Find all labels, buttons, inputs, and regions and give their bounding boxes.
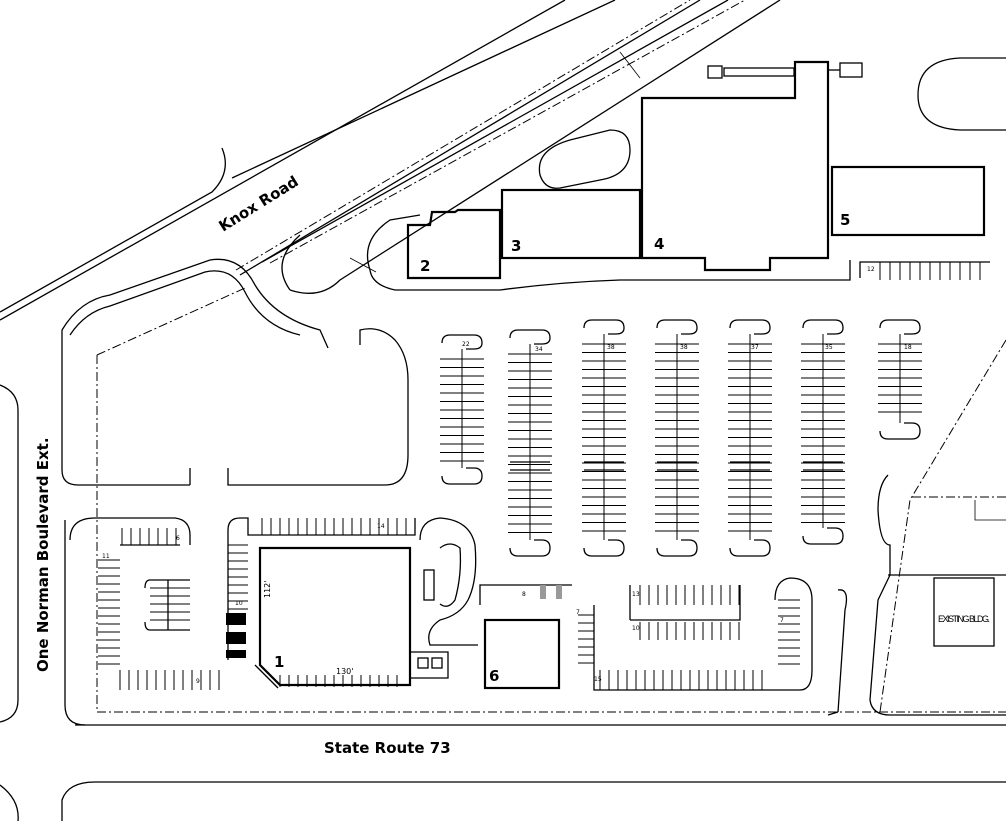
building-2 xyxy=(406,208,502,280)
one-norman-label: One Norman Boulevard Ext. xyxy=(34,437,52,672)
knox-road-label: Knox Road xyxy=(216,172,302,235)
count-9: 9 xyxy=(196,678,200,685)
building-1 xyxy=(258,546,412,687)
property-line xyxy=(96,355,1006,713)
count-12: 12 xyxy=(867,266,875,273)
building-6 xyxy=(483,618,561,690)
stalls-row-12 xyxy=(879,262,981,280)
existing-building-label: EXISTING BLDG. xyxy=(938,614,990,624)
west-lot-outline xyxy=(61,258,329,349)
parking-rows xyxy=(98,319,922,690)
knox-road xyxy=(0,0,781,321)
parking-row-divider xyxy=(584,461,624,471)
parking-row-divider xyxy=(803,461,843,471)
west-lot xyxy=(69,517,191,631)
drive-thru xyxy=(419,517,478,646)
parking-row-cap-top xyxy=(656,319,698,335)
count-38b: 38 xyxy=(680,344,688,351)
building-1-depth: 112' xyxy=(263,581,272,598)
building-4 xyxy=(640,60,830,272)
building-1-label: 1 xyxy=(274,653,284,671)
count-6: 6 xyxy=(176,535,180,542)
parking-row-cap-top xyxy=(729,319,771,335)
parking-row-cap-top xyxy=(879,319,921,335)
building-5 xyxy=(830,165,986,237)
count-8: 8 xyxy=(522,591,526,598)
count-14: 14 xyxy=(377,523,385,530)
building-1-area xyxy=(226,517,449,689)
parking-row-cap-top xyxy=(802,319,844,335)
state-route-label: State Route 73 xyxy=(324,739,451,757)
building-3-label: 3 xyxy=(511,237,521,255)
building-4-label: 4 xyxy=(654,235,664,253)
parking-row-cap-bottom xyxy=(509,539,551,557)
parking-row-cap-top xyxy=(509,329,551,345)
one-norman-road xyxy=(0,330,190,726)
count-10: 10 xyxy=(235,600,243,607)
building-5-label: 5 xyxy=(840,211,850,229)
property-line-upper xyxy=(96,287,246,356)
parking-row-cap-top xyxy=(441,334,483,350)
count-35: 35 xyxy=(825,344,833,351)
parking-row-cap-bottom xyxy=(802,527,844,545)
parking-row-cap-bottom xyxy=(583,539,625,557)
parking-row-cap-bottom xyxy=(729,539,771,557)
parking-row-divider xyxy=(657,461,697,471)
count-7b: 7 xyxy=(780,617,784,624)
count-37: 37 xyxy=(751,344,759,351)
state-route-73 xyxy=(0,724,1006,821)
north-buildings xyxy=(366,57,1006,291)
count-11: 11 xyxy=(102,553,110,560)
building-3 xyxy=(500,188,642,260)
count-38a: 38 xyxy=(607,344,615,351)
count-22: 22 xyxy=(462,341,470,348)
count-18: 18 xyxy=(904,344,912,351)
building-6-label: 6 xyxy=(489,667,499,685)
count-7a: 7 xyxy=(576,609,580,616)
parking-row-cap-bottom xyxy=(441,467,483,485)
existing-building xyxy=(933,577,995,647)
parking-row-divider xyxy=(510,461,550,471)
parking-row-cap-top xyxy=(583,319,625,335)
count-10b: 10 xyxy=(632,625,640,632)
parking-row-divider xyxy=(730,461,770,471)
building-2-label: 2 xyxy=(420,257,430,275)
parking-row-cap-bottom xyxy=(879,422,921,440)
property-line-east xyxy=(879,339,1006,713)
building-1-width: 130' xyxy=(336,667,353,676)
count-34: 34 xyxy=(535,346,543,353)
parking-row-cap-bottom xyxy=(656,539,698,557)
count-13a: 13 xyxy=(632,591,640,598)
count-15: 15 xyxy=(594,676,602,683)
